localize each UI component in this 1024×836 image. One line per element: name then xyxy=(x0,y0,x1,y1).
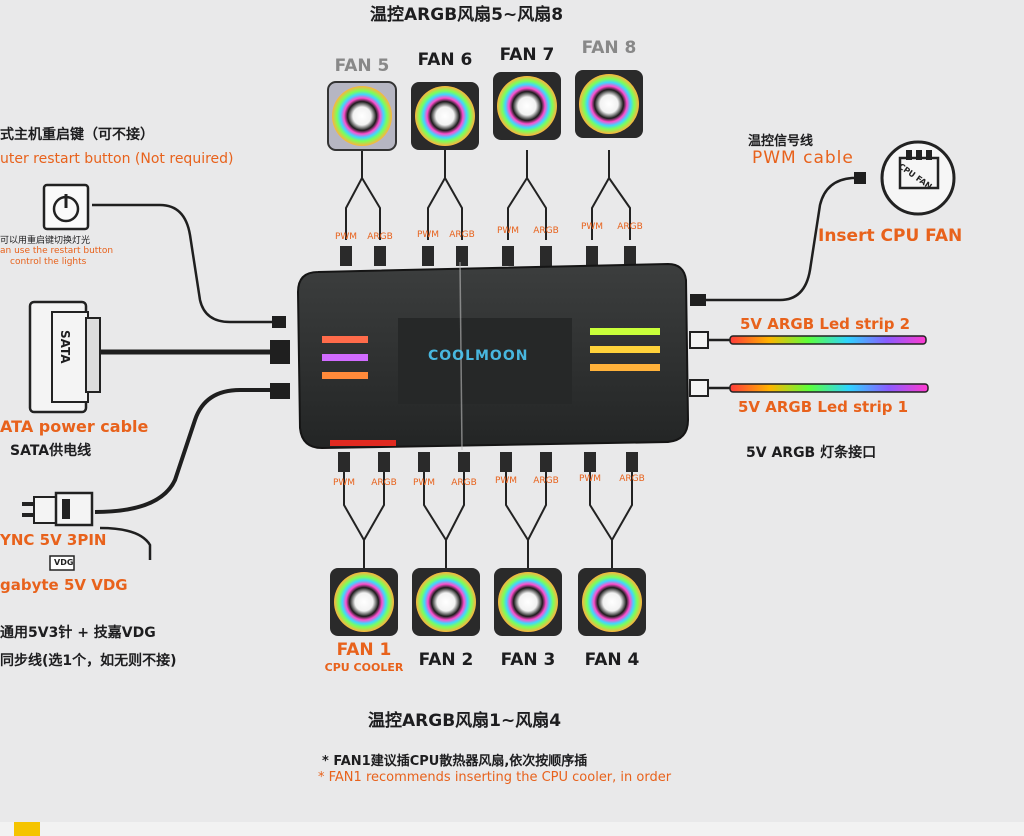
footnote-cn: * FAN1建议插CPU散热器风扇,依次按顺序插 xyxy=(322,754,588,769)
restart-note-en-2: control the lights xyxy=(10,257,87,267)
bottom-argb-label-4: ARGB xyxy=(619,474,645,484)
vdg-tag-text: VDG xyxy=(54,558,74,567)
sata-en-label: ATA power cable xyxy=(0,417,149,436)
led-strip-1-label: 5V ARGB Led strip 1 xyxy=(738,398,909,416)
insert-cpu-fan-label: Insert CPU FAN xyxy=(818,226,963,246)
led-interface-cn-label: 5V ARGB 灯条接口 xyxy=(746,445,877,461)
fan-5-icon xyxy=(327,81,397,151)
bottom-pwm-label-4: PWM xyxy=(578,474,602,484)
fan-6-label: FAN 6 xyxy=(417,50,473,70)
fan-7-icon xyxy=(493,72,561,140)
left-plugs xyxy=(270,316,290,399)
bottom-pwm-label-3: PWM xyxy=(494,476,518,486)
bottom-argb-label-3: ARGB xyxy=(533,476,559,486)
sync-3pin-label: YNC 5V 3PIN xyxy=(0,531,107,549)
top-pwm-label-7: PWM xyxy=(496,226,520,236)
controller-hub xyxy=(296,261,690,451)
bottom-warning-strip xyxy=(0,822,1024,836)
fan-4-label: FAN 4 xyxy=(584,650,640,670)
top-pwm-label-8: PWM xyxy=(580,222,604,232)
fan-4-icon xyxy=(578,568,646,636)
top-pwm-label-5: PWM xyxy=(334,232,358,242)
fan-6-icon xyxy=(411,82,479,150)
restart-cn-label: 式主机重启键（可不接） xyxy=(0,127,154,143)
hub-logo: COOLMOON xyxy=(428,348,529,364)
fan-7-label: FAN 7 xyxy=(499,45,555,65)
restart-note-cn: 可以用重启键切换灯光 xyxy=(0,236,91,246)
top-argb-label-8: ARGB xyxy=(617,222,643,232)
pwm-cable-cn: 温控信号线 xyxy=(748,134,814,149)
fan-1-sub-label: CPU COOLER xyxy=(324,661,404,674)
top-fans xyxy=(327,70,643,151)
top-argb-label-5: ARGB xyxy=(367,232,393,242)
led-strip-2 xyxy=(729,335,927,345)
right-wires xyxy=(704,176,860,390)
fan-2-icon xyxy=(412,568,480,636)
left-wires xyxy=(92,203,280,560)
fan-8-label: FAN 8 xyxy=(581,38,637,58)
sync-cn-2: 同步线(选1个，如无则不接) xyxy=(0,653,177,669)
fan-2-label: FAN 2 xyxy=(418,650,474,670)
top-fan-connectors xyxy=(340,246,636,266)
cpu-fan-header-icon xyxy=(880,140,956,216)
bottom-fans xyxy=(330,568,646,636)
fan-1-icon xyxy=(330,568,398,636)
power-button-icon xyxy=(42,183,90,231)
right-plugs xyxy=(689,172,866,397)
sync-cn-1: 通用5V3针 + 技嘉VDG xyxy=(0,625,156,641)
restart-en-label: uter restart button (Not required) xyxy=(0,151,234,167)
bottom-title: 温控ARGB风扇1~风扇4 xyxy=(368,711,562,731)
sata-plug-text: SATA xyxy=(58,330,72,364)
led-strip-1 xyxy=(729,383,929,393)
pwm-cable-en: PWM cable xyxy=(752,148,854,168)
sync-plug-icon xyxy=(22,491,94,527)
sata-plug-icon xyxy=(28,300,101,414)
fan-5-label: FAN 5 xyxy=(334,56,390,76)
bottom-pwm-label-1: PWM xyxy=(332,478,356,488)
fan-3-icon xyxy=(494,568,562,636)
bottom-argb-label-2: ARGB xyxy=(451,478,477,488)
bottom-fan-connectors xyxy=(338,452,638,472)
fan-8-icon xyxy=(575,70,643,138)
fan-3-label: FAN 3 xyxy=(500,650,556,670)
sync-vdg-label: gabyte 5V VDG xyxy=(0,576,128,594)
bottom-pwm-label-2: PWM xyxy=(412,478,436,488)
led-strip-2-label: 5V ARGB Led strip 2 xyxy=(740,315,911,333)
top-fan-wires xyxy=(345,150,631,240)
sata-cn-label: SATA供电线 xyxy=(10,443,92,459)
restart-note-en-1: an use the restart button xyxy=(0,246,114,256)
vdg-tag-icon xyxy=(49,555,75,571)
fan-1-label: FAN 1 xyxy=(336,640,392,660)
top-title: 温控ARGB风扇5~风扇8 xyxy=(370,5,564,25)
top-pwm-label-6: PWM xyxy=(416,230,440,240)
bottom-fan-wires xyxy=(343,470,633,570)
top-argb-label-7: ARGB xyxy=(533,226,559,236)
top-argb-label-6: ARGB xyxy=(449,230,475,240)
bottom-argb-label-1: ARGB xyxy=(371,478,397,488)
footnote-en: * FAN1 recommends inserting the CPU cool… xyxy=(318,770,672,785)
